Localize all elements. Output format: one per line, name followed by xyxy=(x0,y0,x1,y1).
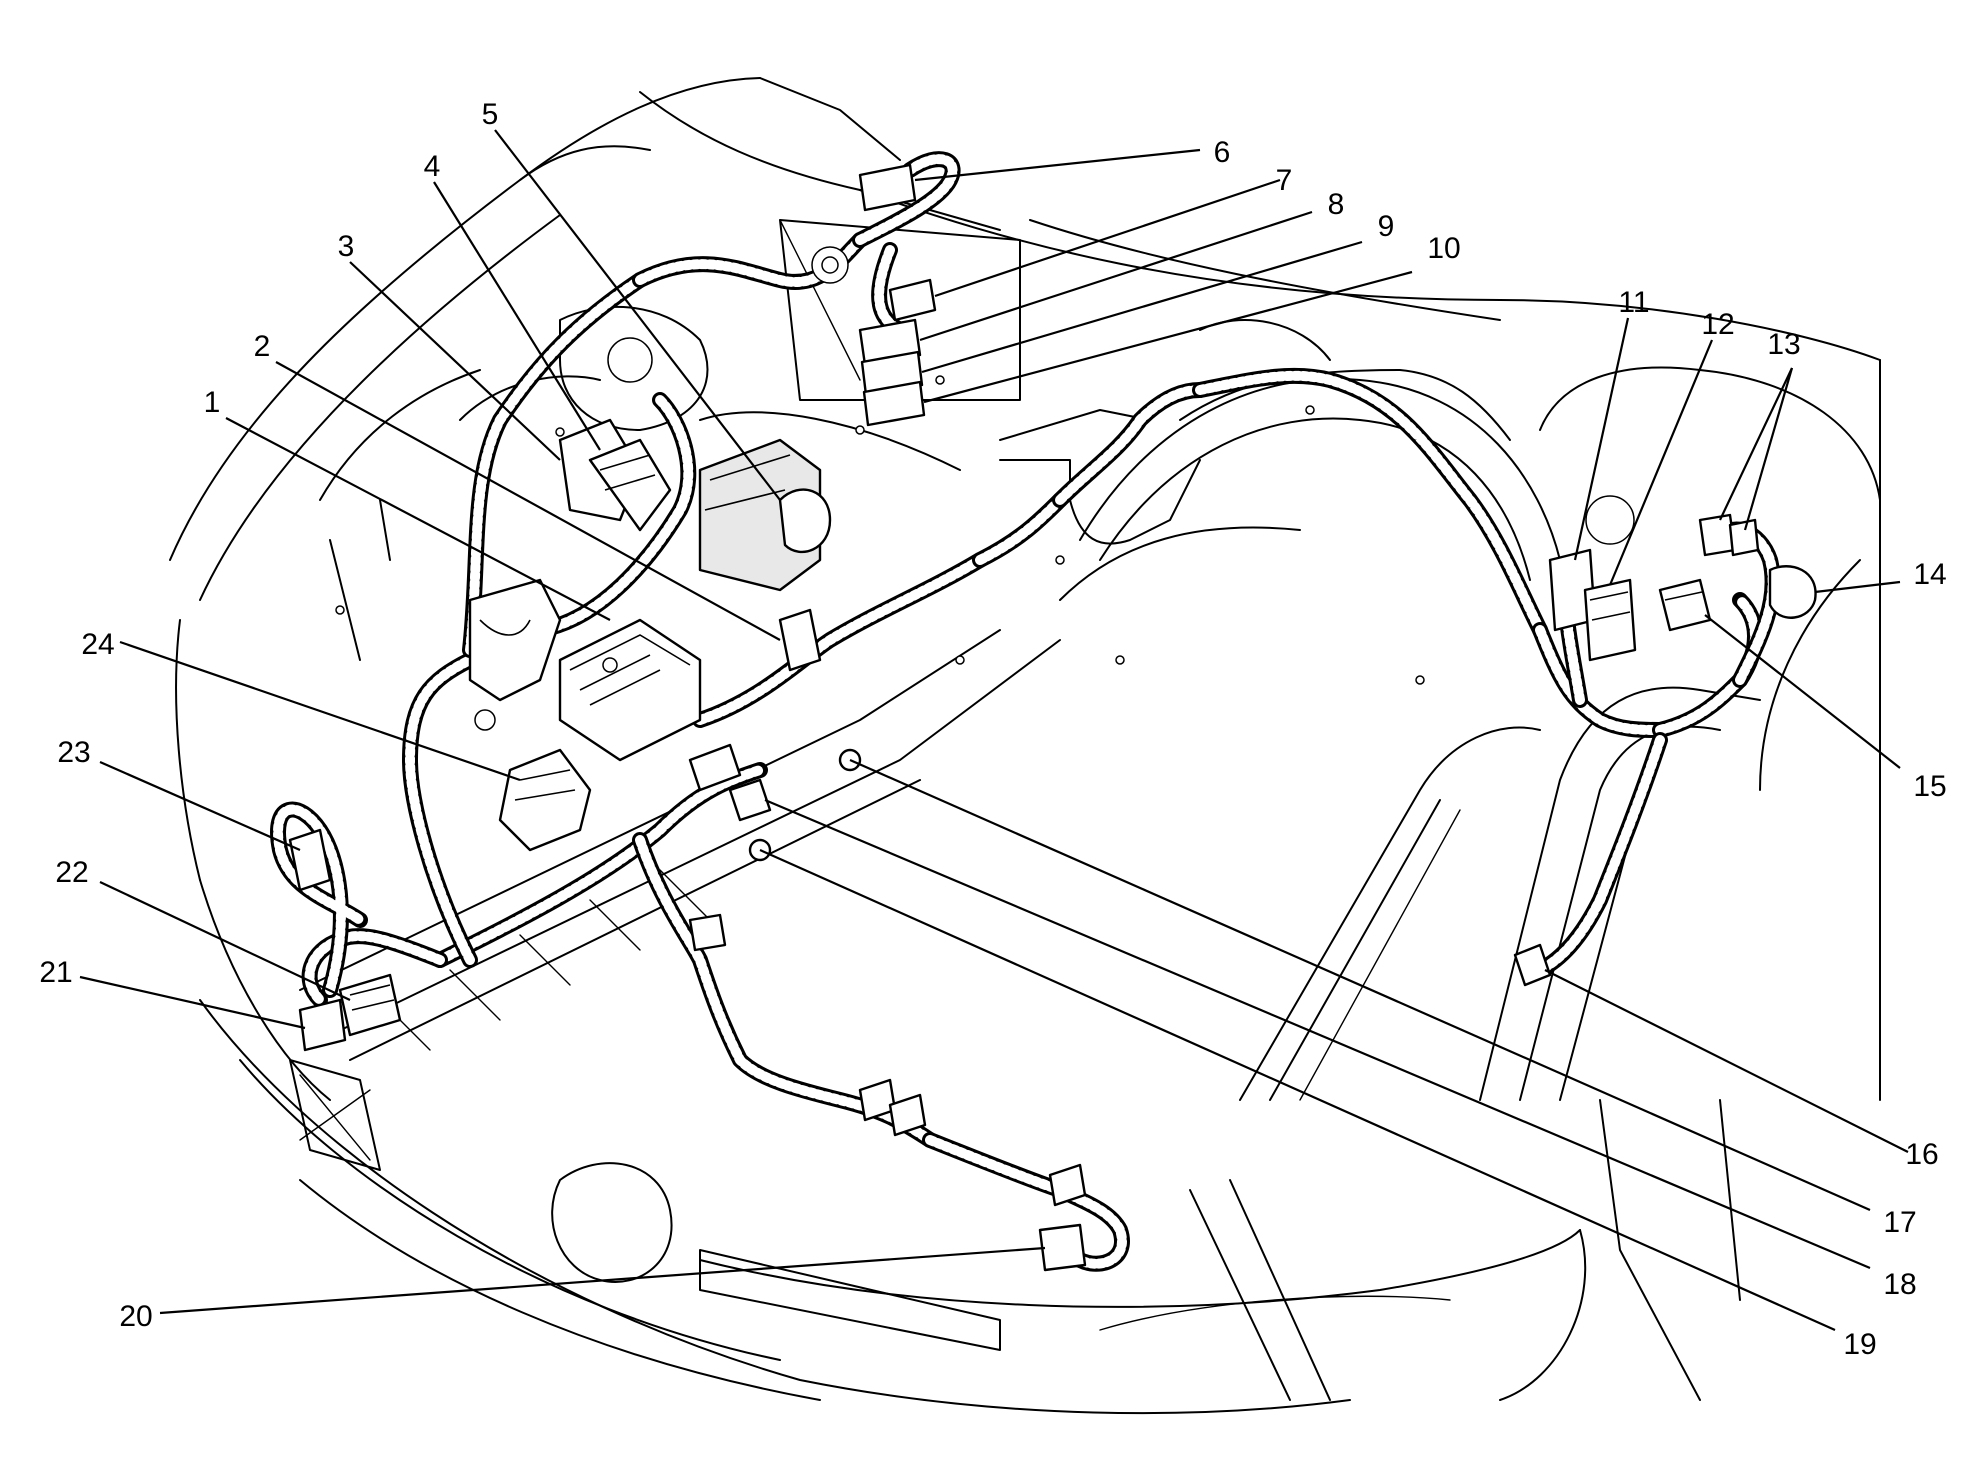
wiring-harness xyxy=(270,151,1781,1272)
connector-17-block xyxy=(688,743,742,792)
callout-8: 8 xyxy=(1328,188,1345,221)
connector-15 xyxy=(1658,578,1712,632)
callout-1: 1 xyxy=(204,386,221,419)
callout-7: 7 xyxy=(1276,164,1293,197)
callout-19: 19 xyxy=(1843,1328,1876,1361)
callout-labels: 1 2 3 4 5 6 7 8 9 10 11 12 13 14 15 16 1… xyxy=(39,98,1946,1361)
abs-module xyxy=(698,438,822,592)
connector-7 xyxy=(888,278,937,322)
connector-13a xyxy=(1698,513,1737,557)
vehicle-body-outline xyxy=(169,77,1881,1415)
connector-18 xyxy=(728,778,772,822)
connector-21 xyxy=(298,998,347,1052)
callout-18: 18 xyxy=(1883,1268,1916,1301)
callout-20: 20 xyxy=(119,1300,152,1333)
callout-5: 5 xyxy=(482,98,499,131)
connector-2 xyxy=(778,608,822,672)
callout-17: 17 xyxy=(1883,1206,1916,1239)
connector-20 xyxy=(1038,1223,1087,1272)
connector-4 xyxy=(588,438,672,532)
callout-22: 22 xyxy=(55,856,88,889)
leader-lines xyxy=(79,129,1909,1332)
connector-14 xyxy=(1768,565,1817,619)
callout-2: 2 xyxy=(254,330,271,363)
callout-10: 10 xyxy=(1427,232,1460,265)
callout-4: 4 xyxy=(424,150,441,183)
callout-9: 9 xyxy=(1378,210,1395,243)
callout-3: 3 xyxy=(338,230,355,263)
connector-6 xyxy=(858,163,917,212)
underhood-fuse-block xyxy=(558,618,702,762)
callout-15: 15 xyxy=(1913,770,1946,803)
connector-12 xyxy=(1583,578,1637,662)
callout-11: 11 xyxy=(1618,286,1649,319)
connector-23 xyxy=(288,828,332,892)
callout-21: 21 xyxy=(39,956,72,989)
connector-10 xyxy=(862,380,926,427)
connector-16 xyxy=(1513,943,1552,987)
callout-14: 14 xyxy=(1913,558,1946,591)
callout-12: 12 xyxy=(1701,308,1734,341)
callout-6: 6 xyxy=(1214,136,1231,169)
callout-16: 16 xyxy=(1905,1138,1938,1171)
callout-23: 23 xyxy=(57,736,90,769)
callout-13: 13 xyxy=(1767,328,1800,361)
components xyxy=(288,163,1817,1272)
connector-13b xyxy=(1728,518,1760,557)
callout-24: 24 xyxy=(81,628,114,661)
connector-24 xyxy=(498,748,592,852)
